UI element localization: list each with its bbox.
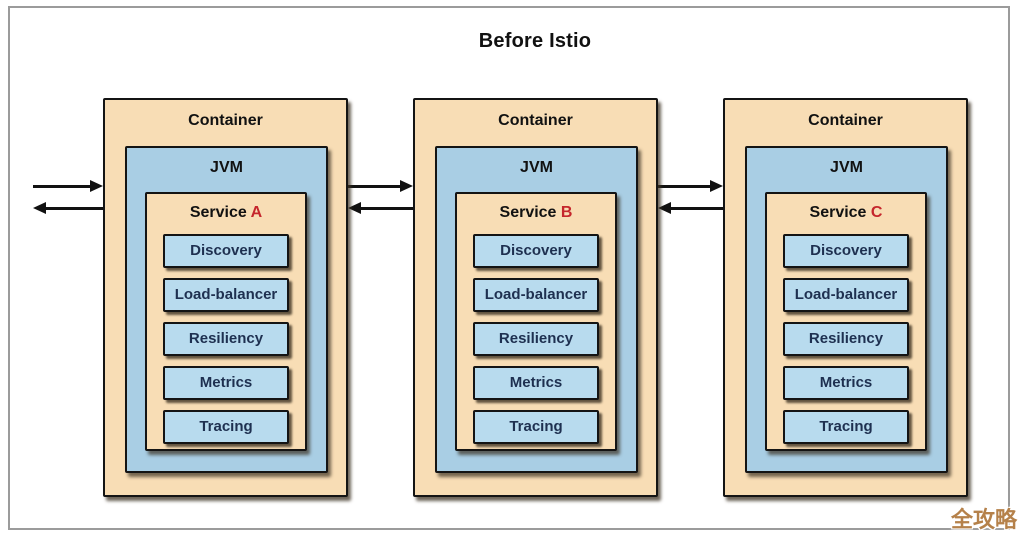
service-letter: A [250, 204, 263, 221]
component-box-metrics: Metrics [473, 366, 599, 400]
component-box-load-balancer: Load-balancer [783, 278, 909, 312]
container-label: Container [808, 112, 883, 129]
container-box-b: Container JVM Service B Discovery Load-b… [413, 98, 658, 497]
component-box-metrics: Metrics [783, 366, 909, 400]
component-box-resiliency: Resiliency [473, 322, 599, 356]
component-box-metrics: Metrics [163, 366, 289, 400]
arrow-left-icon [348, 202, 413, 214]
component-box-load-balancer: Load-balancer [473, 278, 599, 312]
component-box-discovery: Discovery [473, 234, 599, 268]
container-label: Container [498, 112, 573, 129]
service-name: Service [499, 204, 557, 221]
arrow-left-icon [33, 202, 103, 214]
jvm-label: JVM [830, 159, 863, 176]
watermark: 全攻略 [950, 507, 1017, 532]
component-box-load-balancer: Load-balancer [163, 278, 289, 312]
jvm-box: JVM Service C Discovery Load-balancer Re… [745, 146, 948, 473]
arrow-right-icon [33, 180, 103, 192]
container-box-a: Container JVM Service A Discovery Load-b… [103, 98, 348, 497]
arrow-right-icon [348, 180, 413, 192]
service-box-c: Service C Discovery Load-balancer Resili… [765, 192, 927, 451]
service-letter: C [870, 204, 883, 221]
component-box-resiliency: Resiliency [163, 322, 289, 356]
service-label: Service B [473, 194, 599, 234]
diagram-frame: Before Istio Container JVM Service A Dis… [8, 6, 1010, 530]
service-box-a: Service A Discovery Load-balancer Resili… [145, 192, 307, 451]
component-box-tracing: Tracing [783, 410, 909, 444]
arrow-left-icon [658, 202, 723, 214]
arrow-right-icon [658, 180, 723, 192]
jvm-box: JVM Service B Discovery Load-balancer Re… [435, 146, 638, 473]
service-label: Service C [783, 194, 909, 234]
component-box-discovery: Discovery [783, 234, 909, 268]
service-label: Service A [163, 194, 289, 234]
container-label: Container [188, 112, 263, 129]
diagram-title: Before Istio [478, 30, 592, 52]
service-letter: B [560, 204, 573, 221]
service-name: Service [189, 204, 247, 221]
jvm-box: JVM Service A Discovery Load-balancer Re… [125, 146, 328, 473]
component-box-tracing: Tracing [473, 410, 599, 444]
container-box-c: Container JVM Service C Discovery Load-b… [723, 98, 968, 497]
service-box-b: Service B Discovery Load-balancer Resili… [455, 192, 617, 451]
jvm-label: JVM [210, 159, 243, 176]
service-name: Service [809, 204, 867, 221]
component-box-resiliency: Resiliency [783, 322, 909, 356]
jvm-label: JVM [520, 159, 553, 176]
component-box-tracing: Tracing [163, 410, 289, 444]
component-box-discovery: Discovery [163, 234, 289, 268]
